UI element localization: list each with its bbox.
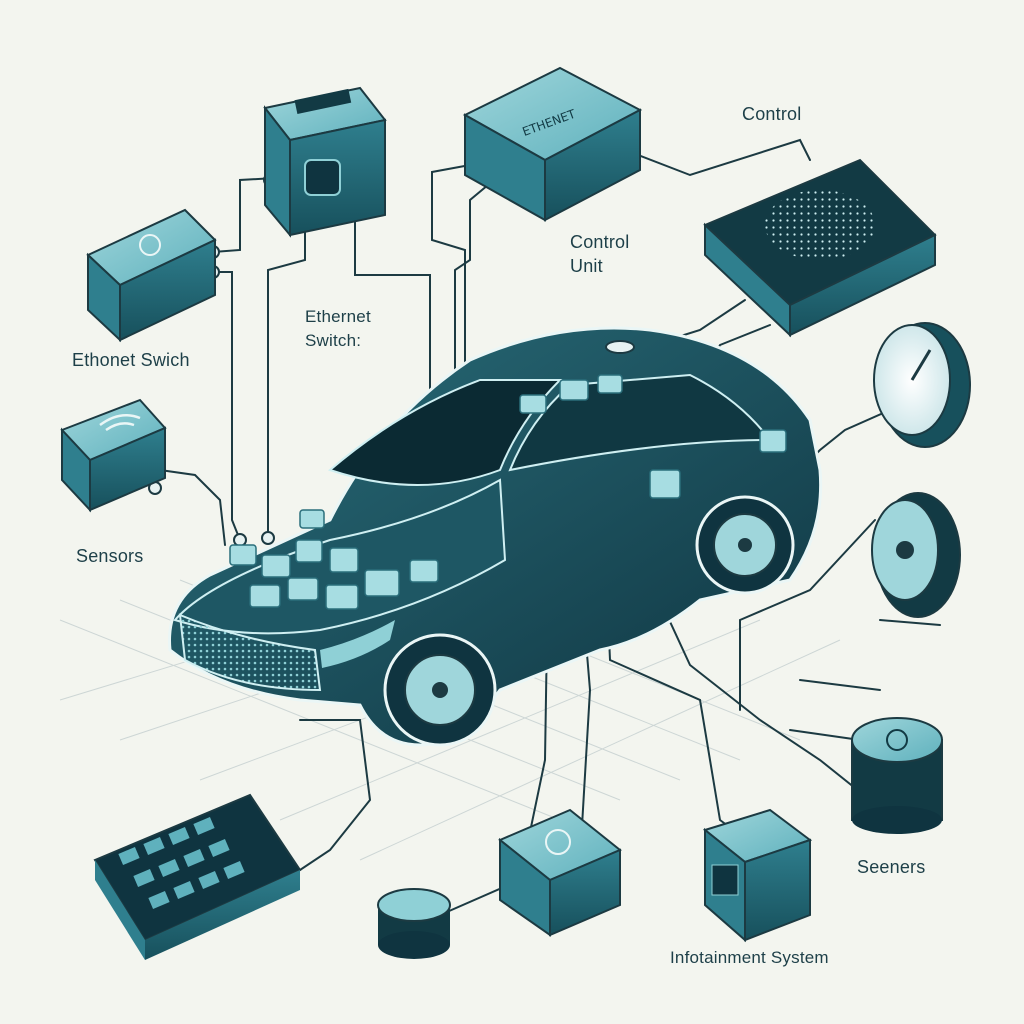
wire-wheel (739, 519, 876, 711)
infotainment-module (702, 808, 813, 943)
keypad-module (93, 793, 302, 960)
sensor-box-left (60, 398, 167, 513)
headlight (320, 620, 395, 668)
label-ethernet-switch-center: Ethernet Switch: (305, 307, 371, 350)
front-grille (178, 613, 322, 692)
car-wheel-rear (695, 495, 795, 595)
cylinder-sensor-right (851, 717, 943, 834)
control-speaker-unit (703, 158, 937, 338)
ethernet-box: ETHENET (462, 66, 643, 222)
gauge-sensor (873, 322, 971, 448)
switch-led-icon (139, 234, 161, 256)
wire-switch-to-top-unit (212, 177, 276, 253)
wire-top-unit-down-1 (267, 184, 306, 536)
wire-control-to-car (431, 164, 471, 431)
gear-icon (545, 829, 571, 855)
wire-right-grid (789, 619, 941, 741)
car (168, 326, 823, 747)
top-connector-unit (263, 86, 387, 238)
label-control-unit: Control Unit (570, 232, 630, 276)
ethernet-switch-left-device (86, 208, 217, 343)
speaker-grille (765, 190, 875, 260)
label-infotainment-system: Infotainment System (670, 948, 829, 967)
wire-sensor-left (159, 469, 226, 546)
label-sensors-right: Seeners (857, 857, 926, 877)
gauge-needle (910, 349, 932, 381)
engine-modules (229, 374, 787, 610)
car-wheel-front (383, 633, 497, 747)
roof-antenna (605, 340, 635, 354)
label-control: Control (742, 104, 802, 124)
wire-left-switch-down (212, 271, 241, 541)
wire-keypad (269, 719, 372, 891)
label-ethernet-switch-left: Ethonet Swich (72, 350, 190, 370)
wheel-sensor (871, 492, 961, 618)
wifi-icon (99, 413, 141, 432)
wire-ethernet-box-right (624, 138, 811, 177)
label-sensors-left: Sensors (76, 546, 144, 566)
center-module (498, 808, 622, 937)
puck-sensor (377, 888, 451, 959)
windshield (328, 379, 563, 486)
wire-control-to-roof (454, 174, 501, 433)
